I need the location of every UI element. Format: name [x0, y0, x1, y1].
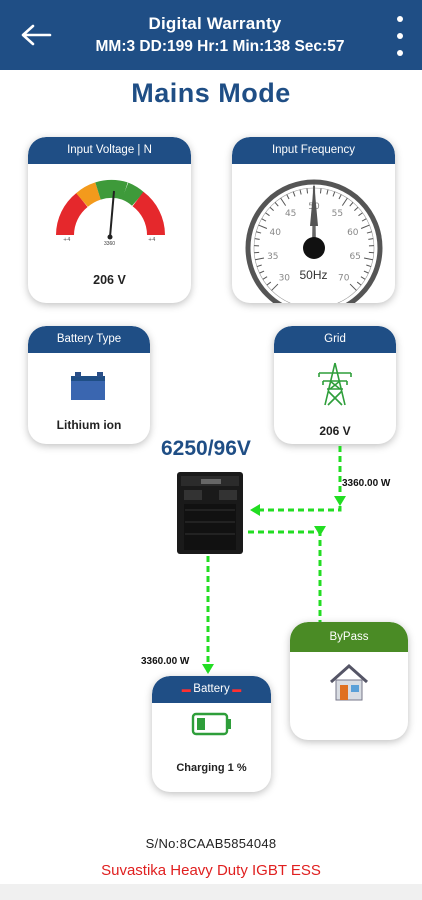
input-frequency-title: Input Frequency — [232, 137, 395, 164]
battery-type-title: Battery Type — [28, 326, 150, 353]
grid-power-label: 3360.00 W — [342, 478, 391, 489]
dial-tick — [326, 189, 329, 195]
inverter-unit-icon — [177, 472, 243, 554]
dial-tick-label: 65 — [349, 252, 360, 262]
voltage-gauge: +4 +4 — [56, 180, 165, 243]
dial-tick — [256, 264, 262, 268]
warranty-timer: MM:3 DD:199 Hr:1 Min:138 Sec:57 — [95, 38, 345, 55]
back-button[interactable] — [18, 19, 54, 51]
dial-tick — [265, 212, 270, 217]
serial-number: S/No:8CAAB5854048 — [145, 836, 277, 851]
dial-tick — [258, 224, 268, 229]
dial-tick — [356, 281, 362, 286]
dial-tick — [360, 276, 366, 280]
dial-tick — [266, 281, 272, 286]
dial-tick-label: 35 — [267, 252, 278, 262]
svg-text:+4: +4 — [148, 237, 155, 243]
battery-card: ▬ Battery ▬ Charging 1 % — [152, 676, 271, 792]
power-tower-icon — [318, 362, 352, 406]
battery-status: Charging 1 % — [176, 762, 247, 774]
home-icon — [330, 663, 368, 701]
battery-type-value: Lithium ion — [56, 418, 122, 432]
dial-tick — [286, 194, 290, 200]
frequency-dial: 303540455055606570 — [245, 179, 383, 303]
dial-tick — [366, 231, 372, 234]
input-voltage-title: Input Voltage | N — [28, 137, 191, 164]
dial-tick — [349, 283, 357, 291]
dial-tick — [363, 270, 369, 274]
battery-type-card: Battery Type Lithium ion — [28, 326, 150, 444]
dial-tick — [349, 202, 354, 207]
inverter-rating: 6250/96V — [161, 437, 251, 460]
dial-tick — [274, 202, 279, 207]
dial-tick — [254, 238, 260, 240]
dial-tick — [358, 212, 363, 217]
dial-tick — [262, 276, 268, 280]
dial-tick-label: 60 — [347, 228, 359, 238]
dial-tick — [256, 231, 262, 234]
battery-header: ▬ Battery ▬ — [152, 676, 271, 703]
battery-charging-icon — [191, 712, 231, 736]
bypass-card: ByPass — [290, 622, 408, 740]
dial-tick — [259, 270, 265, 274]
dial-tick — [261, 218, 267, 222]
gauge-small-label: 3360 — [103, 241, 116, 247]
input-voltage-card: Input Voltage | N +4 +4 3360 206 V — [28, 137, 191, 303]
svg-text:+4: +4 — [63, 237, 70, 243]
dial-tick-label: 45 — [285, 209, 296, 219]
dial-tick-label: 40 — [269, 228, 281, 238]
battery-right-marker: ▬ — [229, 684, 242, 694]
grid-value: 206 V — [319, 424, 351, 438]
battery-pack-icon — [71, 372, 105, 400]
dial-tick — [319, 188, 322, 194]
dial-tick — [269, 206, 274, 212]
dial-tick — [255, 257, 265, 261]
dial-tick — [271, 283, 279, 291]
dial-tick — [366, 264, 372, 268]
dial-tick — [292, 191, 296, 197]
battery-power-label: 3360.00 W — [141, 656, 190, 667]
page-title: Mains Mode — [131, 78, 291, 108]
dial-tick — [360, 224, 370, 229]
dial-tick-label: 55 — [332, 209, 343, 219]
battery-title: Battery — [193, 683, 230, 695]
app-bar: Digital Warranty MM:3 DD:199 Hr:1 Min:13… — [0, 0, 422, 70]
product-name: Suvastika Heavy Duty IGBT ESS — [101, 862, 321, 879]
dial-tick — [363, 257, 373, 261]
dial-tick — [368, 238, 374, 240]
input-voltage-value: 206 V — [93, 273, 126, 287]
dial-tick — [332, 191, 336, 197]
dial-tick — [338, 194, 342, 200]
dial-tick-label: 30 — [279, 274, 291, 284]
frequency-value: 50Hz — [299, 268, 328, 282]
dial-tick — [299, 189, 302, 195]
dial-tick — [361, 218, 367, 222]
dial-tick — [354, 206, 359, 212]
bypass-title: ByPass — [290, 622, 408, 652]
grid-title: Grid — [274, 326, 396, 353]
dial-tick — [280, 197, 287, 206]
input-frequency-card: Input Frequency 303540455055606570 50Hz — [232, 137, 395, 303]
header-title: Digital Warranty — [148, 14, 282, 33]
bottom-strip — [0, 884, 422, 900]
battery-left-marker: ▬ — [181, 684, 194, 694]
dial-tick — [306, 188, 309, 194]
more-options-icon[interactable] — [390, 16, 410, 56]
dial-tick — [341, 197, 348, 206]
dial-tick-label: 70 — [338, 274, 350, 284]
grid-card: Grid 206 V — [274, 326, 396, 444]
arrow-left-icon — [21, 24, 52, 46]
